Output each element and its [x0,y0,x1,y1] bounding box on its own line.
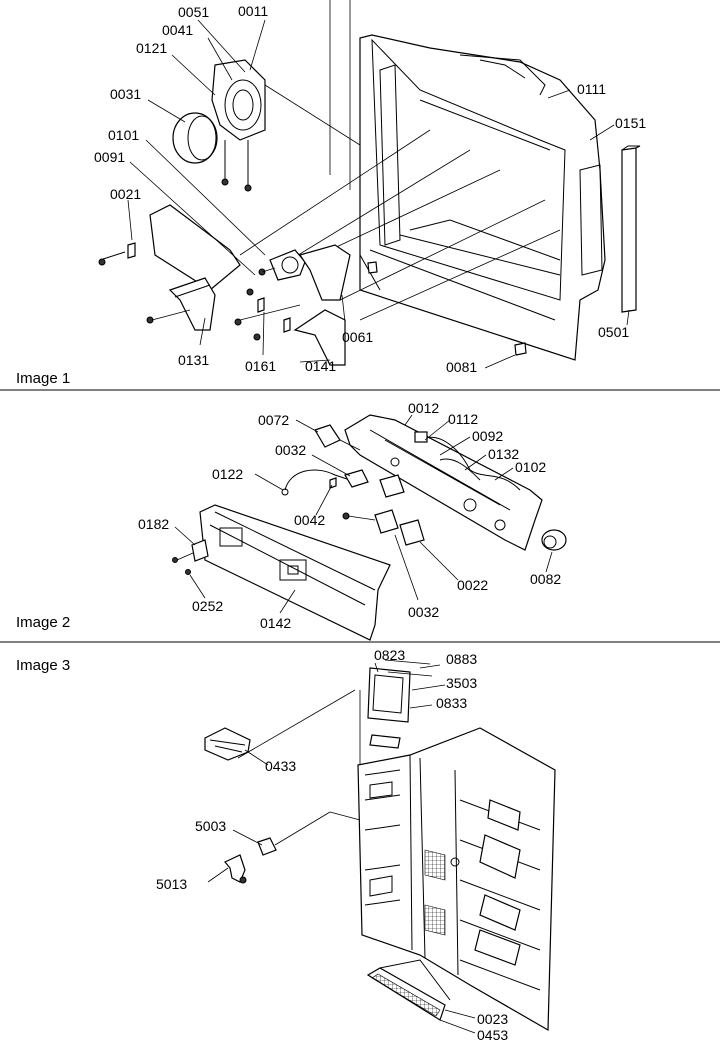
callout-3503: 3503 [446,675,477,691]
panel-1-title: Image 1 [16,370,70,387]
callout-0023: 0023 [477,1011,508,1027]
panel-3-drawing [204,659,556,1032]
callout-0122: 0122 [212,466,243,482]
callout-0453: 0453 [477,1027,508,1043]
callout-0042: 0042 [294,512,325,528]
callout-0022: 0022 [457,577,488,593]
callout-0252: 0252 [192,598,223,614]
callout-0121: 0121 [136,40,167,56]
panel-2-leaders [174,414,553,614]
panel-2-drawing [172,414,567,641]
callout-0021: 0021 [110,186,141,202]
callout-0032-upper: 0032 [275,442,306,458]
callout-0012: 0012 [408,400,439,416]
callout-0082: 0082 [530,571,561,587]
callout-0101: 0101 [108,127,139,143]
callout-0091: 0091 [94,149,125,165]
callout-0032-lower: 0032 [408,604,439,620]
callout-0041: 0041 [162,22,193,38]
callout-0501: 0501 [598,324,629,340]
callout-0433: 0433 [265,758,296,774]
callout-0081: 0081 [446,359,477,375]
callout-0112: 0112 [448,411,478,427]
callout-0182: 0182 [138,516,169,532]
callout-0883: 0883 [446,651,477,667]
panel-1-drawing [98,0,641,366]
callout-0131: 0131 [178,352,209,368]
callout-0141: 0141 [305,358,336,374]
panel-3-leaders [207,662,476,1034]
callout-5013: 5013 [156,876,187,892]
panel-2-title: Image 2 [16,614,70,631]
callout-0142: 0142 [260,615,291,631]
panel-2-callouts: 0072 0012 0112 0032 0092 0132 0122 0102 … [138,400,561,631]
callout-0102: 0102 [515,459,546,475]
panel-1-leaders [127,19,630,369]
callout-0151: 0151 [615,115,646,131]
callout-0111: 0111 [577,81,606,97]
callout-0823: 0823 [374,647,405,663]
panel-1-callouts: 0051 0011 0041 0121 0031 0101 0091 0021 … [94,3,646,375]
panel-3-title: Image 3 [16,657,70,674]
callout-0072: 0072 [258,412,289,428]
callout-0833: 0833 [436,695,467,711]
callout-0092: 0092 [472,428,503,444]
callout-5003: 5003 [195,818,226,834]
panel-3-callouts: 0823 0883 3503 0833 0433 5003 5013 0023 … [156,647,508,1043]
callout-0061: 0061 [342,329,373,345]
callout-0011: 0011 [238,3,268,19]
callout-0051: 0051 [178,4,209,20]
callout-0031: 0031 [110,86,141,102]
callout-0161: 0161 [245,358,276,374]
callout-0132: 0132 [488,446,519,462]
